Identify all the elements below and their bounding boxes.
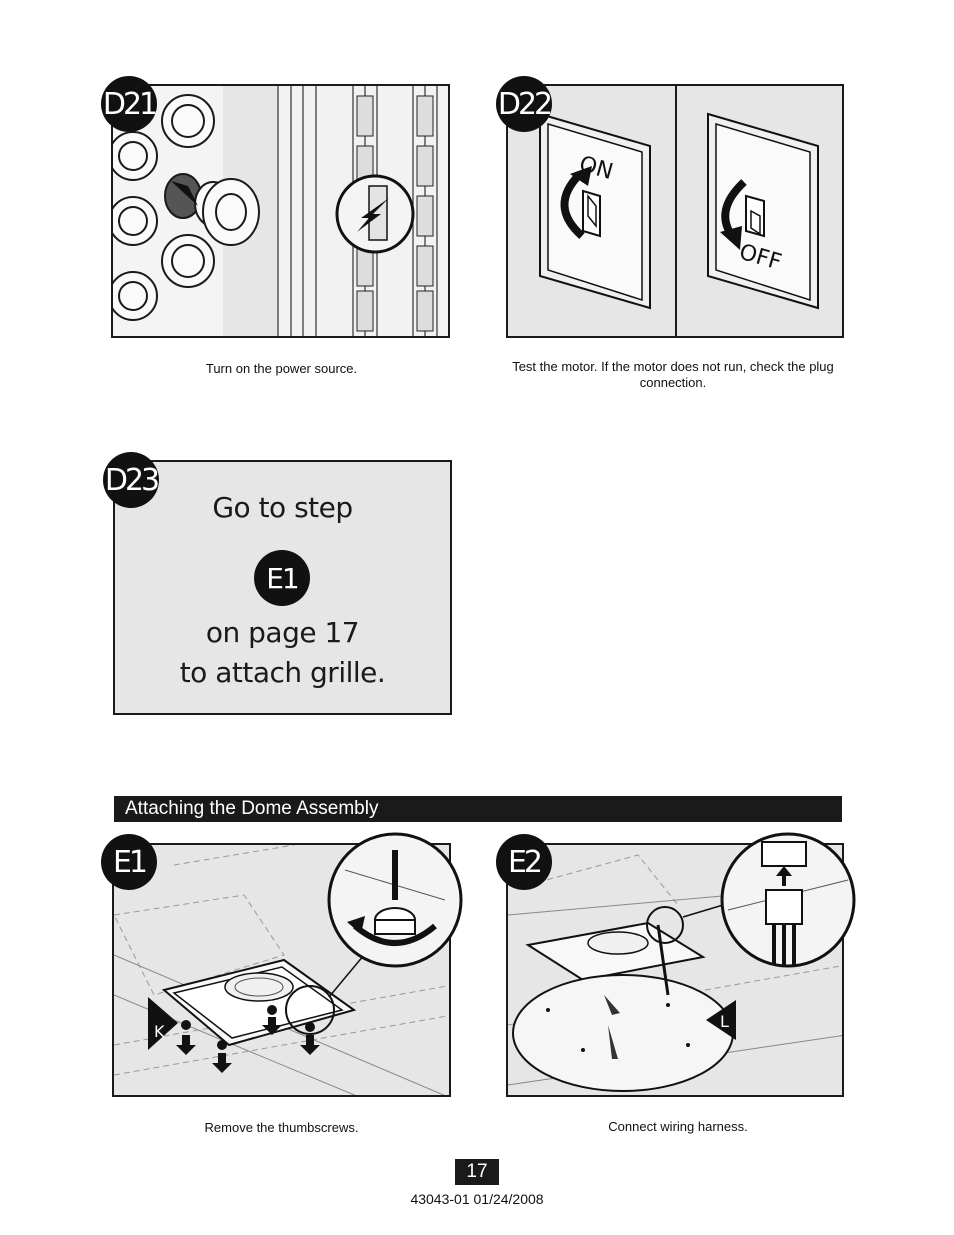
step-d22-illustration: ON OFF: [506, 84, 844, 338]
thumbscrew-removal-illustration: K: [114, 845, 449, 1095]
connector-detail-circle: [720, 832, 856, 968]
step-d21-caption: Turn on the power source.: [205, 361, 358, 376]
step-d21-illustration: [111, 84, 450, 338]
thumbscrew-detail-circle: [327, 832, 463, 968]
breaker-panel-illustration: [113, 86, 448, 336]
step-e2-caption: Connect wiring harness.: [608, 1119, 748, 1134]
wiring-harness-illustration: L: [508, 854, 842, 1092]
part-label-k: K: [154, 1022, 165, 1041]
step-d22-caption: Test the motor. If the motor does not ru…: [512, 359, 834, 390]
page-reference-text: on page 17: [205, 616, 360, 649]
step-reference-e1: E1: [254, 550, 310, 606]
step-badge-d22: D22: [496, 76, 553, 132]
step-badge-d21: D21: [101, 76, 158, 132]
step-badge-e1: E1: [101, 834, 157, 890]
step-d23-box: Go to step on page 17 to attach grille.: [113, 460, 452, 715]
part-label-l: L: [720, 1012, 729, 1031]
section-title-bar: Attaching the Dome Assembly: [114, 796, 842, 822]
step-badge-d23: D23: [103, 452, 160, 508]
step-e1-caption: Remove the thumbscrews.: [204, 1120, 359, 1135]
step-badge-e2: E2: [496, 834, 552, 890]
document-id: 43043-01 01/24/2008: [410, 1191, 544, 1207]
page-number: 17: [455, 1159, 499, 1185]
switch-test-illustration: ON OFF: [539, 86, 819, 336]
go-to-step-text: Go to step: [212, 491, 353, 524]
attach-grille-text: to attach grille.: [179, 656, 386, 689]
step-e2-illustration: L: [506, 843, 844, 1097]
